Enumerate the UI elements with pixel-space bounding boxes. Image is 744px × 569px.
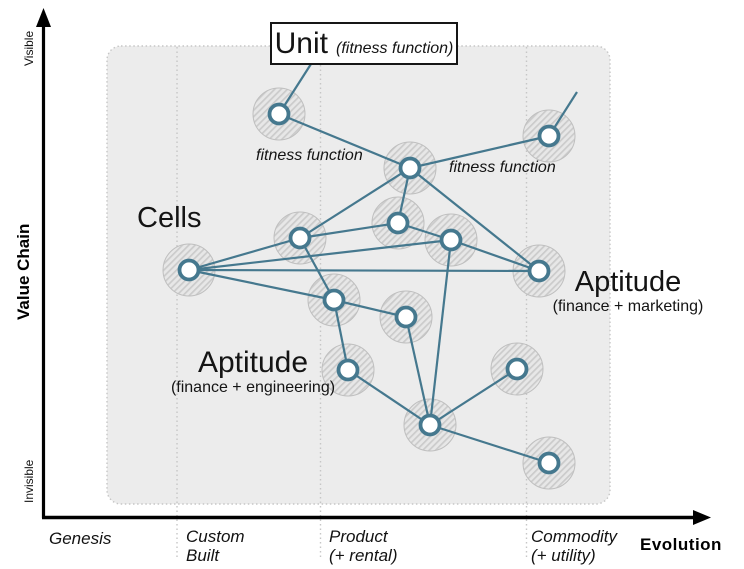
y-axis-bottom-label: Invisible [22,459,36,503]
y-axis-title: Value Chain [14,223,33,320]
cells-label: Cells [137,202,202,234]
map-edge-fitness-hub--mid-3 [299,167,411,239]
map-node-fitness-hub[interactable] [398,156,422,180]
map-edge-low-1--low-2 [333,298,407,319]
aptitude-marketing-subtitle: (finance + marketing) [552,298,704,315]
fitness-function-label-right: fitness function [449,159,556,176]
stage-label-custom-line1: Custom [186,527,245,546]
map-node-mid-2[interactable] [439,228,463,252]
fitness-function-label-left: fitness function [256,147,363,164]
map-edge-mid-2--aptitude-marketing [450,238,540,273]
map-node-aptitude-engineering[interactable] [336,358,360,382]
map-node-low-1[interactable] [322,288,346,312]
map-edge-low-1--aptitude-engineering [332,299,350,371]
map-node-bottom-right-1[interactable] [505,357,529,381]
y-axis-arrowhead-icon [36,8,51,27]
map-edge-cells--low-1 [188,268,335,302]
map-node-unit[interactable] [267,102,291,126]
map-node-top-right[interactable] [537,124,561,148]
unit-subtitle: (fitness function) [335,40,454,57]
map-edge-mid-1--mid-3 [299,221,399,240]
map-edge-fitness-hub--top-right [409,134,550,170]
stage-label-genesis-line1: Genesis [49,529,112,548]
stage-label-commodity-line1: Commodity [531,527,617,546]
y-axis-top-label: Visible [22,30,36,66]
stage-label-commodity-line2: (+ utility) [531,546,596,565]
stage-label-genesis: Genesis [49,529,111,548]
stage-label-product-line1: Product [329,527,388,546]
aptitude-marketing-label: Aptitude (finance + marketing) [543,266,713,316]
stage-label-product-line2: (+ rental) [329,546,398,565]
map-edge-fitness-hub--aptitude-marketing [409,167,540,272]
stage-label-custom-built: Custom Built [186,527,245,565]
map-edge-cells--aptitude-marketing [188,268,540,273]
map-edge-low-2--bottom-hub [404,316,432,426]
nodes-layer [177,102,561,475]
unit-component-box[interactable]: Unit (fitness function) [270,22,458,65]
x-axis-arrowhead-icon [693,510,711,525]
stage-label-product: Product (+ rental) [329,527,398,565]
x-axis [42,510,711,525]
aptitude-engineering-title: Aptitude [197,346,309,379]
aptitude-engineering-label: Aptitude (finance + engineering) [150,347,356,397]
aptitude-engineering-subtitle: (finance + engineering) [170,379,336,396]
map-edge-aptitude-engineering--bottom-hub [347,369,431,426]
map-node-mid-3[interactable] [288,226,312,250]
aptitude-marketing-title: Aptitude [574,266,682,298]
y-axis [36,8,51,518]
map-edge-bottom-hub--bottom-right-2 [429,423,550,465]
unit-title: Unit [274,27,328,60]
stage-label-commodity: Commodity (+ utility) [531,527,617,565]
map-node-bottom-hub[interactable] [418,413,442,437]
map-node-bottom-right-2[interactable] [537,451,561,475]
map-node-cells[interactable] [177,258,201,282]
map-edge-cells--mid-3 [188,236,301,272]
map-edge-bottom-hub--bottom-right-1 [429,368,518,426]
map-edge-unit--fitness-hub [278,112,411,170]
map-edge-cells--mid-2 [188,238,452,272]
map-node-low-2[interactable] [394,305,418,329]
map-node-aptitude-marketing[interactable] [527,259,551,283]
map-edge-mid-3--low-1 [299,237,335,301]
map-node-mid-1[interactable] [386,211,410,235]
x-axis-title: Evolution [640,535,722,554]
stage-label-custom-line2: Built [186,546,220,565]
